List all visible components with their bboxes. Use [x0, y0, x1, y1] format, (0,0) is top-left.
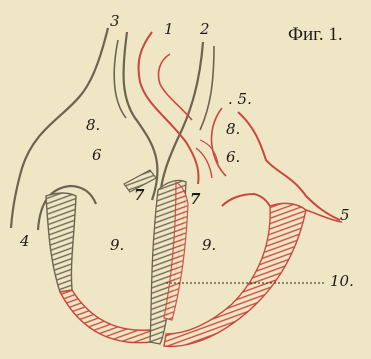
- label-7-right: 7: [190, 190, 201, 208]
- right-ventricle-wall-grey: [46, 193, 76, 292]
- label-5-right: 5: [340, 206, 350, 224]
- label-10: 10.: [330, 272, 354, 290]
- aorta-inner-red: [158, 54, 192, 120]
- label-8-right: 8.: [226, 120, 240, 138]
- pulmonary-vein-lower-red: [222, 194, 270, 206]
- right-ventricle-wall-red: [60, 290, 152, 343]
- label-4: 4: [19, 232, 30, 250]
- label-6-left: 6: [92, 146, 102, 164]
- label-1: 1: [164, 20, 174, 38]
- label-7-left: 7: [134, 186, 145, 204]
- label-2: 2: [199, 20, 210, 38]
- label-8-left: 8.: [86, 116, 100, 134]
- figure-title: Фиг. 1.: [288, 24, 343, 45]
- aortic-arch-red: [211, 108, 226, 176]
- label-3: 3: [110, 12, 120, 30]
- label-5-top: . 5.: [228, 90, 252, 108]
- label-6-right: 6.: [226, 148, 240, 166]
- label-9-left: 9.: [110, 236, 124, 254]
- label-9-right: 9.: [202, 236, 216, 254]
